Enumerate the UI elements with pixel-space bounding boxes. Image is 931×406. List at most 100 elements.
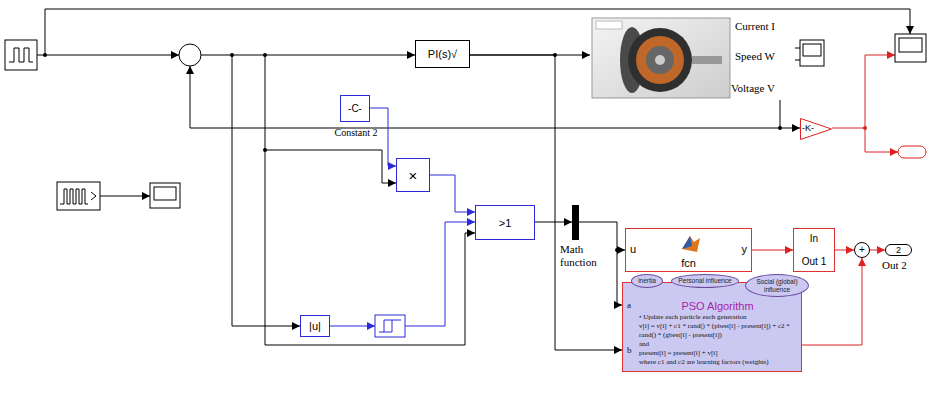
signal-connector <box>870 250 885 251</box>
signal-connector <box>470 55 622 350</box>
wire <box>265 150 396 183</box>
block-label: + <box>859 245 865 255</box>
wire <box>865 128 898 152</box>
wire <box>45 9 910 55</box>
equation: present[i] = present[i] + v[i] <box>639 349 796 358</box>
subsystem-block: InOut 1 <box>793 228 835 272</box>
branch-dot <box>230 53 234 57</box>
pulse-generator <box>5 40 37 70</box>
block-name: Math function <box>560 243 614 269</box>
motor-stator <box>628 28 692 92</box>
block-label: Social (global) influence <box>752 278 802 293</box>
gain-triangle <box>801 119 832 140</box>
block-label: -K- <box>802 123 814 134</box>
wire <box>795 48 800 60</box>
port-label: a <box>627 300 631 311</box>
concept-oval: Social (global) influence <box>745 274 809 297</box>
red-wires <box>832 55 898 152</box>
motor-winding <box>636 36 684 84</box>
motor-block: Current I Speed W Voltage V <box>590 16 795 100</box>
scope-screen <box>899 38 922 52</box>
block-label: >1 <box>499 217 512 229</box>
port-label: Out 1 <box>794 256 834 267</box>
motor-tag <box>596 21 622 29</box>
product-block: × <box>396 158 430 192</box>
motor-shaft <box>692 56 722 64</box>
block-label: Personal influence <box>678 277 731 285</box>
concept-oval: inertia <box>631 274 663 288</box>
branch-dots <box>43 53 867 252</box>
wire <box>330 326 375 327</box>
wire <box>865 55 895 128</box>
wire <box>405 222 475 326</box>
branch-dot <box>43 53 47 57</box>
sum-block: + <box>854 242 870 258</box>
relay-symbol <box>379 320 401 332</box>
port-label: Current I <box>735 20 775 32</box>
annotation-text: and <box>639 340 796 349</box>
wire <box>265 55 475 345</box>
branch-dot <box>615 248 619 252</box>
block-label: inertia <box>638 277 656 285</box>
port-label: y <box>742 243 748 255</box>
wire <box>535 222 572 223</box>
port-name: Out 2 <box>882 259 907 272</box>
wire <box>832 128 865 129</box>
block-label: |u| <box>309 320 321 332</box>
scope-screen <box>803 44 821 56</box>
signal-connector <box>752 250 793 251</box>
pi-controller: PI(s)√ <box>415 40 470 68</box>
sum-junction <box>179 44 201 66</box>
block-label: -C- <box>348 103 362 114</box>
matlab-icon <box>682 236 692 249</box>
scope <box>800 40 824 66</box>
scope <box>150 183 180 208</box>
branch-dot <box>263 148 267 152</box>
matlab-function-block: u fcn y <box>625 228 752 272</box>
wire <box>37 55 179 56</box>
switch-block: >1 <box>475 205 535 240</box>
port-label: Voltage V <box>731 82 775 94</box>
block-label: × <box>409 167 418 184</box>
signal-symbol <box>60 189 88 204</box>
port-label: u <box>630 243 636 255</box>
wire <box>232 55 300 326</box>
annotation-text: where c1 and c2 are learning factors (we… <box>639 358 796 367</box>
motor-picture <box>592 18 730 98</box>
fcn-ground <box>625 228 752 272</box>
abs-block: |u| <box>300 315 330 337</box>
branch-dot <box>263 53 267 57</box>
outport-block: 2Out 2 <box>885 244 912 256</box>
block-label: PI(s)√ <box>428 48 457 60</box>
signal-builder <box>57 182 100 210</box>
motor-rotor <box>646 46 674 74</box>
mux-bar <box>572 205 579 240</box>
wire <box>579 222 625 250</box>
pulse-symbol <box>9 48 33 62</box>
output-port <box>898 146 926 158</box>
switch-ground <box>475 205 535 240</box>
relay-block <box>375 315 405 337</box>
signal-connector <box>430 175 475 212</box>
block-label: fcn <box>626 257 751 269</box>
port-label: In <box>794 233 834 244</box>
matlab-icon <box>682 236 700 252</box>
annotation-text: • Update each particle each generation <box>639 313 796 322</box>
block-name: Constant 2 <box>326 127 386 138</box>
signal-connector <box>835 250 854 251</box>
equation: v[i] = v[i] + c1 * rand() * (pbest[i] - … <box>639 322 796 340</box>
output-chevron <box>91 192 96 200</box>
constant-block: -C-Constant 2 <box>340 95 370 122</box>
port-number: 2 <box>896 246 901 255</box>
scope-screen <box>154 187 176 200</box>
signal-wires <box>37 9 910 345</box>
annotation-title: PSO Algorithm <box>639 300 796 313</box>
branch-dot <box>863 126 867 130</box>
scope <box>895 34 926 62</box>
concept-oval: Personal influence <box>671 274 739 288</box>
blue-wires <box>330 222 475 326</box>
signal-connector <box>780 100 800 128</box>
port-label: Speed W <box>735 50 775 62</box>
motor-hub <box>655 55 665 65</box>
